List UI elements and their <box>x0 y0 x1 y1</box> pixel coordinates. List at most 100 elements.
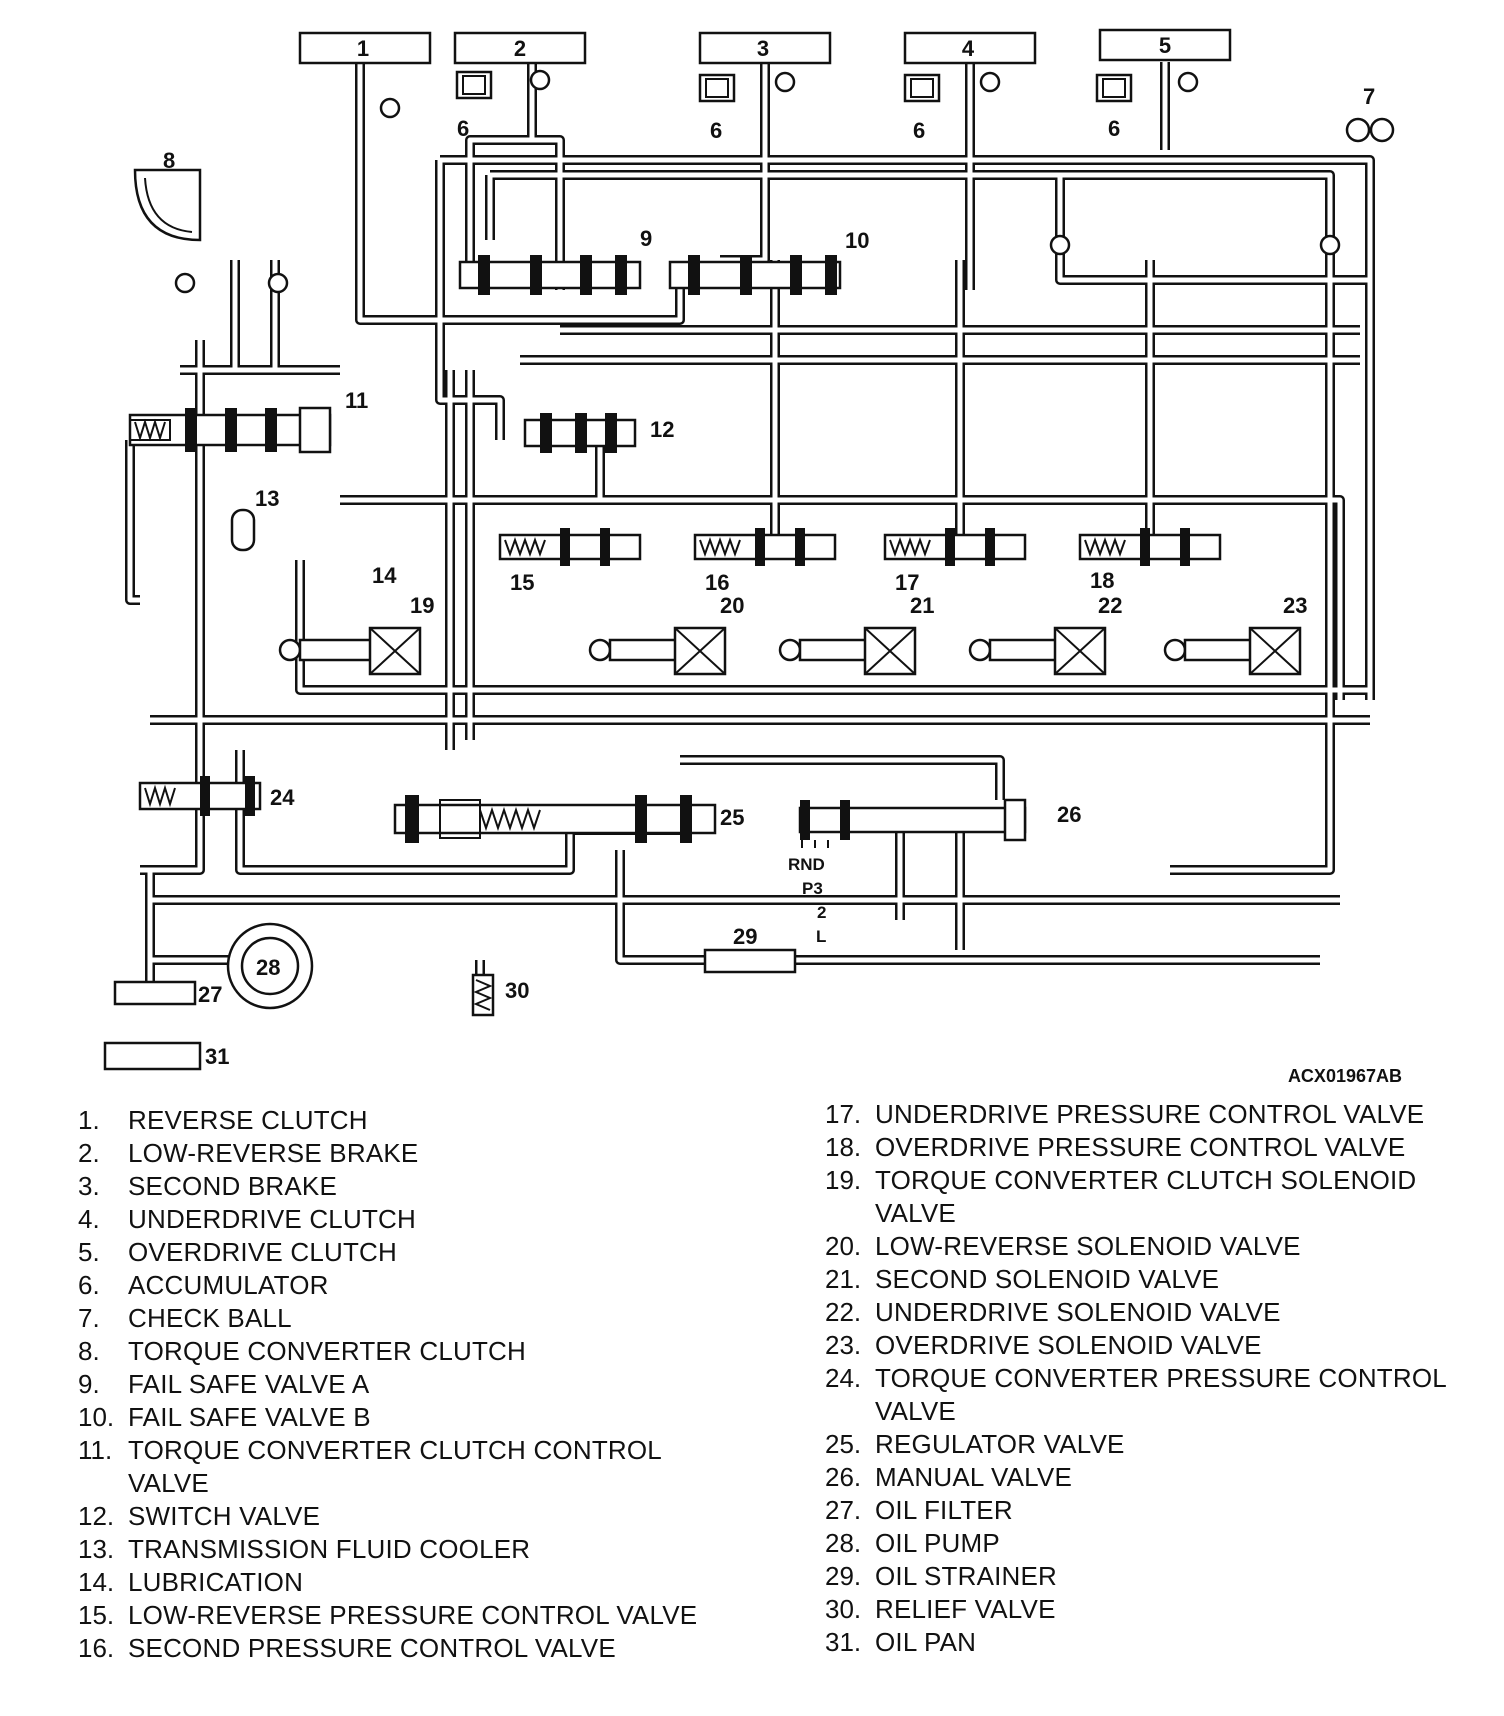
check-ball: 7 <box>1345 84 1395 143</box>
legend-item: 1.REVERSE CLUTCH <box>78 1105 368 1135</box>
second-pressure-control-valve: 16 <box>693 528 837 595</box>
legend-item: 25.REGULATOR VALVE <box>825 1429 1125 1459</box>
legend-item: 8.TORQUE CONVERTER CLUTCH <box>78 1336 527 1366</box>
tcc-check-left <box>174 272 196 294</box>
legend-item: 12.SWITCH VALVE <box>78 1501 321 1531</box>
label-28: 28 <box>256 955 280 980</box>
legend-item: 2.LOW-REVERSE BRAKE <box>78 1138 419 1168</box>
legend-item: 4.UNDERDRIVE CLUTCH <box>78 1204 416 1234</box>
tcc-check-right <box>267 272 289 294</box>
switch-valve: 12 <box>523 413 674 453</box>
label-6b: 6 <box>710 118 722 143</box>
second-solenoid-valve: 21 <box>778 593 934 676</box>
legend-item: 23.OVERDRIVE SOLENOID VALVE <box>825 1330 1262 1360</box>
legend-item: 10.FAIL SAFE VALVE B <box>78 1402 371 1432</box>
transmission-fluid-cooler: 13 <box>230 486 279 552</box>
label-9: 9 <box>640 226 652 251</box>
label-21: 21 <box>910 593 934 618</box>
label-18: 18 <box>1090 568 1114 593</box>
low-reverse-solenoid-valve: 20 <box>588 593 744 676</box>
legend-item: 19.TORQUE CONVERTER CLUTCH SOLENOID VALV… <box>825 1165 1417 1228</box>
label-2: 2 <box>514 36 526 61</box>
figure-code: ACX01967AB <box>1288 1066 1402 1086</box>
manual-pos-p3: P3 <box>802 879 823 898</box>
clutch-box-3: 3 <box>698 31 832 65</box>
label-16: 16 <box>705 570 729 595</box>
underdrive-solenoid-valve: 22 <box>968 593 1122 676</box>
fail-safe-valve-b: 10 <box>668 228 869 295</box>
oil-pan: 31 <box>103 1041 229 1071</box>
clutch-box-1: 1 <box>298 31 432 65</box>
legend: 1.REVERSE CLUTCH 2.LOW-REVERSE BRAKE 3.S… <box>0 1099 1504 1704</box>
legend-item: 7.CHECK BALL <box>78 1303 292 1333</box>
label-4: 4 <box>962 36 975 61</box>
legend-item: 29.OIL STRAINER <box>825 1561 1058 1591</box>
legend-item: 31.OIL PAN <box>825 1627 977 1657</box>
check-valve-1 <box>379 97 401 119</box>
label-13: 13 <box>255 486 279 511</box>
label-6c: 6 <box>913 118 925 143</box>
hydraulic-circuit-diagram: 1 2 3 4 5 6 6 6 6 <box>103 28 1402 1086</box>
legend-item: 6.ACCUMULATOR <box>78 1270 329 1300</box>
check-valve-b <box>1319 234 1341 256</box>
overdrive-pressure-control-valve: 18 <box>1078 528 1222 593</box>
legend-item: 16.SECOND PRESSURE CONTROL VALVE <box>78 1633 616 1663</box>
fail-safe-valve-a: 9 <box>458 226 652 295</box>
oil-filter: 27 <box>113 980 222 1007</box>
fluid-passages-inner <box>127 62 1373 990</box>
legend-right-column: 17.UNDERDRIVE PRESSURE CONTROL VALVE 18.… <box>825 1098 1465 1659</box>
low-reverse-pressure-control-valve: 15 <box>498 528 642 595</box>
legend-item: 24.TORQUE CONVERTER PRESSURE CONTROL VAL… <box>825 1363 1446 1426</box>
clutch-box-5: 5 <box>1098 28 1232 62</box>
tc-pressure-control-valve: 24 <box>138 776 295 816</box>
tcc-solenoid-valve: 19 <box>278 593 434 676</box>
label-11: 11 <box>345 388 368 413</box>
label-6d: 6 <box>1108 116 1120 141</box>
label-25: 25 <box>720 805 744 830</box>
label-30: 30 <box>505 978 529 1003</box>
manual-pos-l: L <box>816 927 826 946</box>
label-3: 3 <box>757 36 769 61</box>
label-29: 29 <box>733 924 757 949</box>
label-1: 1 <box>357 36 369 61</box>
legend-left-column: 1.REVERSE CLUTCH 2.LOW-REVERSE BRAKE 3.S… <box>78 1104 738 1665</box>
legend-item: 15.LOW-REVERSE PRESSURE CONTROL VALVE <box>78 1600 698 1630</box>
legend-item: 27.OIL FILTER <box>825 1495 1013 1525</box>
legend-item: 28.OIL PUMP <box>825 1528 1000 1558</box>
legend-item: 11.TORQUE CONVERTER CLUTCH CONTROL VALVE <box>78 1435 661 1498</box>
legend-item: 30.RELIEF VALVE <box>825 1594 1056 1624</box>
relief-valve: 30 <box>471 973 529 1017</box>
legend-item: 9.FAIL SAFE VALVE A <box>78 1369 370 1399</box>
legend-item: 14.LUBRICATION <box>78 1567 304 1597</box>
label-14: 14 <box>372 563 397 588</box>
legend-item: 5.OVERDRIVE CLUTCH <box>78 1237 398 1267</box>
tcc-control-valve: 11 <box>128 388 368 454</box>
underdrive-pressure-control-valve: 17 <box>883 528 1027 595</box>
legend-item: 26.MANUAL VALVE <box>825 1462 1072 1492</box>
legend-item: 13.TRANSMISSION FLUID COOLER <box>78 1534 531 1564</box>
fluid-passages <box>125 62 1375 990</box>
label-5: 5 <box>1159 33 1171 58</box>
legend-item: 22.UNDERDRIVE SOLENOID VALVE <box>825 1297 1281 1327</box>
legend-item: 18.OVERDRIVE PRESSURE CONTROL VALVE <box>825 1132 1406 1162</box>
label-17: 17 <box>895 570 919 595</box>
accumulator-1: 6 <box>455 69 551 141</box>
manual-pos-rnd: RND <box>788 855 825 874</box>
label-22: 22 <box>1098 593 1122 618</box>
oil-strainer: 29 <box>703 924 797 974</box>
label-27: 27 <box>198 982 222 1007</box>
legend-item: 21.SECOND SOLENOID VALVE <box>825 1264 1220 1294</box>
label-15: 15 <box>510 570 534 595</box>
label-24: 24 <box>270 785 295 810</box>
overdrive-solenoid-valve: 23 <box>1163 593 1307 676</box>
label-8: 8 <box>163 148 175 173</box>
accumulator-2: 6 <box>698 71 796 143</box>
legend-item: 17.UNDERDRIVE PRESSURE CONTROL VALVE <box>825 1099 1425 1129</box>
legend-item: 3.SECOND BRAKE <box>78 1171 338 1201</box>
label-26: 26 <box>1057 802 1081 827</box>
label-6a: 6 <box>457 116 469 141</box>
label-12: 12 <box>650 417 674 442</box>
label-10: 10 <box>845 228 869 253</box>
label-7: 7 <box>1363 84 1375 109</box>
manual-valve: 26 RND P3 2 L <box>788 798 1081 946</box>
